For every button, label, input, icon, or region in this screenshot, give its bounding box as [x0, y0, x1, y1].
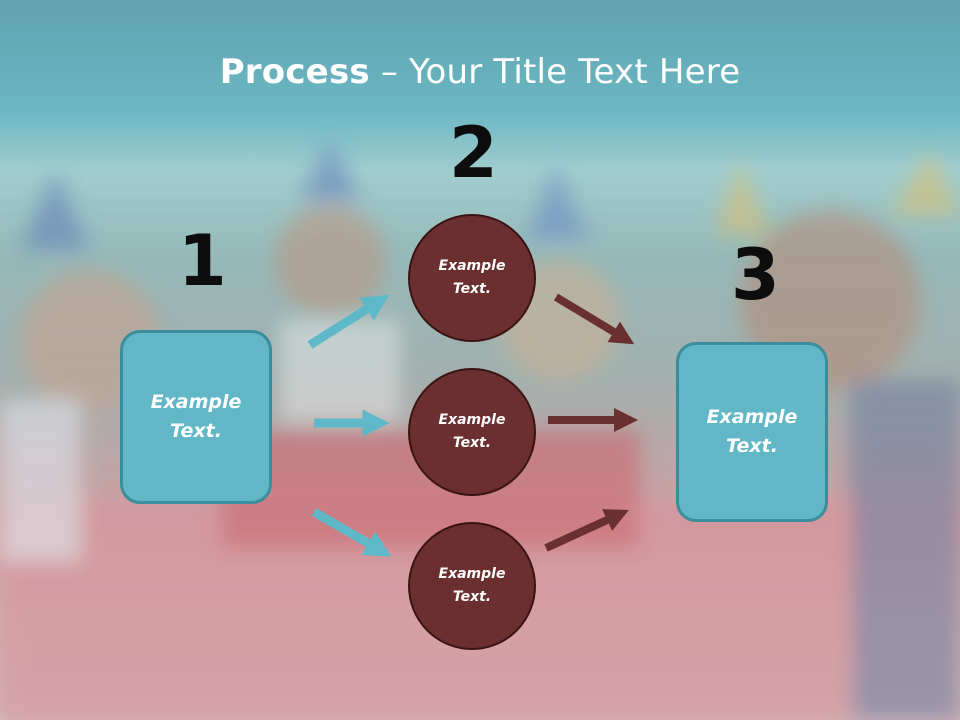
step-2-circle-bottom: Example Text.: [408, 522, 536, 650]
step-number-1: 1: [178, 220, 227, 302]
step-1-box-line2: Text.: [170, 420, 222, 442]
arrow-brown-up: [544, 509, 629, 552]
step-number-2: 2: [449, 112, 498, 194]
arrow-brown-down: [553, 293, 635, 345]
arrow-teal-up: [307, 294, 390, 349]
title-bold: Process: [219, 52, 370, 92]
slide-title: Process – Your Title Text Here: [0, 52, 960, 92]
step-number-3: 3: [731, 234, 780, 316]
title-rest: – Your Title Text Here: [369, 52, 741, 92]
circle-top-line2: Text.: [452, 281, 492, 297]
step-3-box-line2: Text.: [726, 435, 778, 457]
step-3-box-line1: Example: [706, 406, 798, 428]
circle-bottom-line1: Example: [438, 566, 506, 582]
circle-middle-line2: Text.: [452, 435, 492, 451]
step-2-circle-middle: Example Text.: [408, 368, 536, 496]
step-1-box-line1: Example: [150, 391, 242, 413]
circle-top-line1: Example: [438, 258, 506, 274]
step-1-box: Example Text.: [120, 330, 272, 504]
step-2-circle-top: Example Text.: [408, 214, 536, 342]
step-3-box: Example Text.: [676, 342, 828, 522]
arrow-teal-down: [311, 508, 392, 557]
circle-middle-line1: Example: [438, 412, 506, 428]
circle-bottom-line2: Text.: [452, 589, 492, 605]
